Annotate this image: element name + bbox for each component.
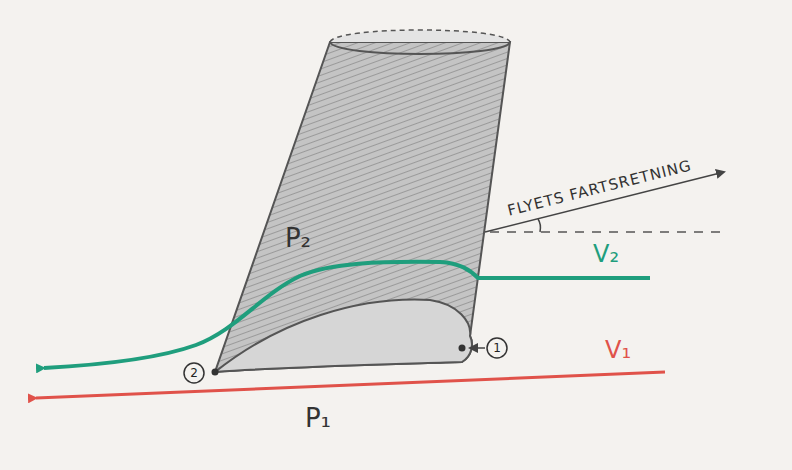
direction-label: FLYETS FARTSRETNING: [506, 158, 693, 218]
angle-arc: [538, 219, 540, 232]
airfoil-section: [215, 300, 472, 372]
velocity-label: V₂: [593, 242, 619, 266]
point-2: [212, 369, 219, 376]
lower-streamline: [36, 372, 665, 398]
wing-body: [215, 42, 510, 372]
pointer-arrow: [470, 347, 485, 349]
callout-number: 2: [190, 367, 198, 379]
pressure-label: P₂: [285, 225, 311, 251]
point-1: [459, 345, 466, 352]
callout-number: 1: [493, 342, 501, 354]
wing-tip: [330, 42, 510, 54]
callout-circle: [487, 338, 507, 358]
upper-streamline: [44, 262, 650, 368]
wing-tip-back: [330, 30, 510, 42]
horizontal-reference: [490, 231, 722, 233]
velocity-label: V₁: [605, 338, 631, 362]
callout-circle: [184, 363, 204, 383]
pressure-label: P₁: [305, 405, 331, 431]
